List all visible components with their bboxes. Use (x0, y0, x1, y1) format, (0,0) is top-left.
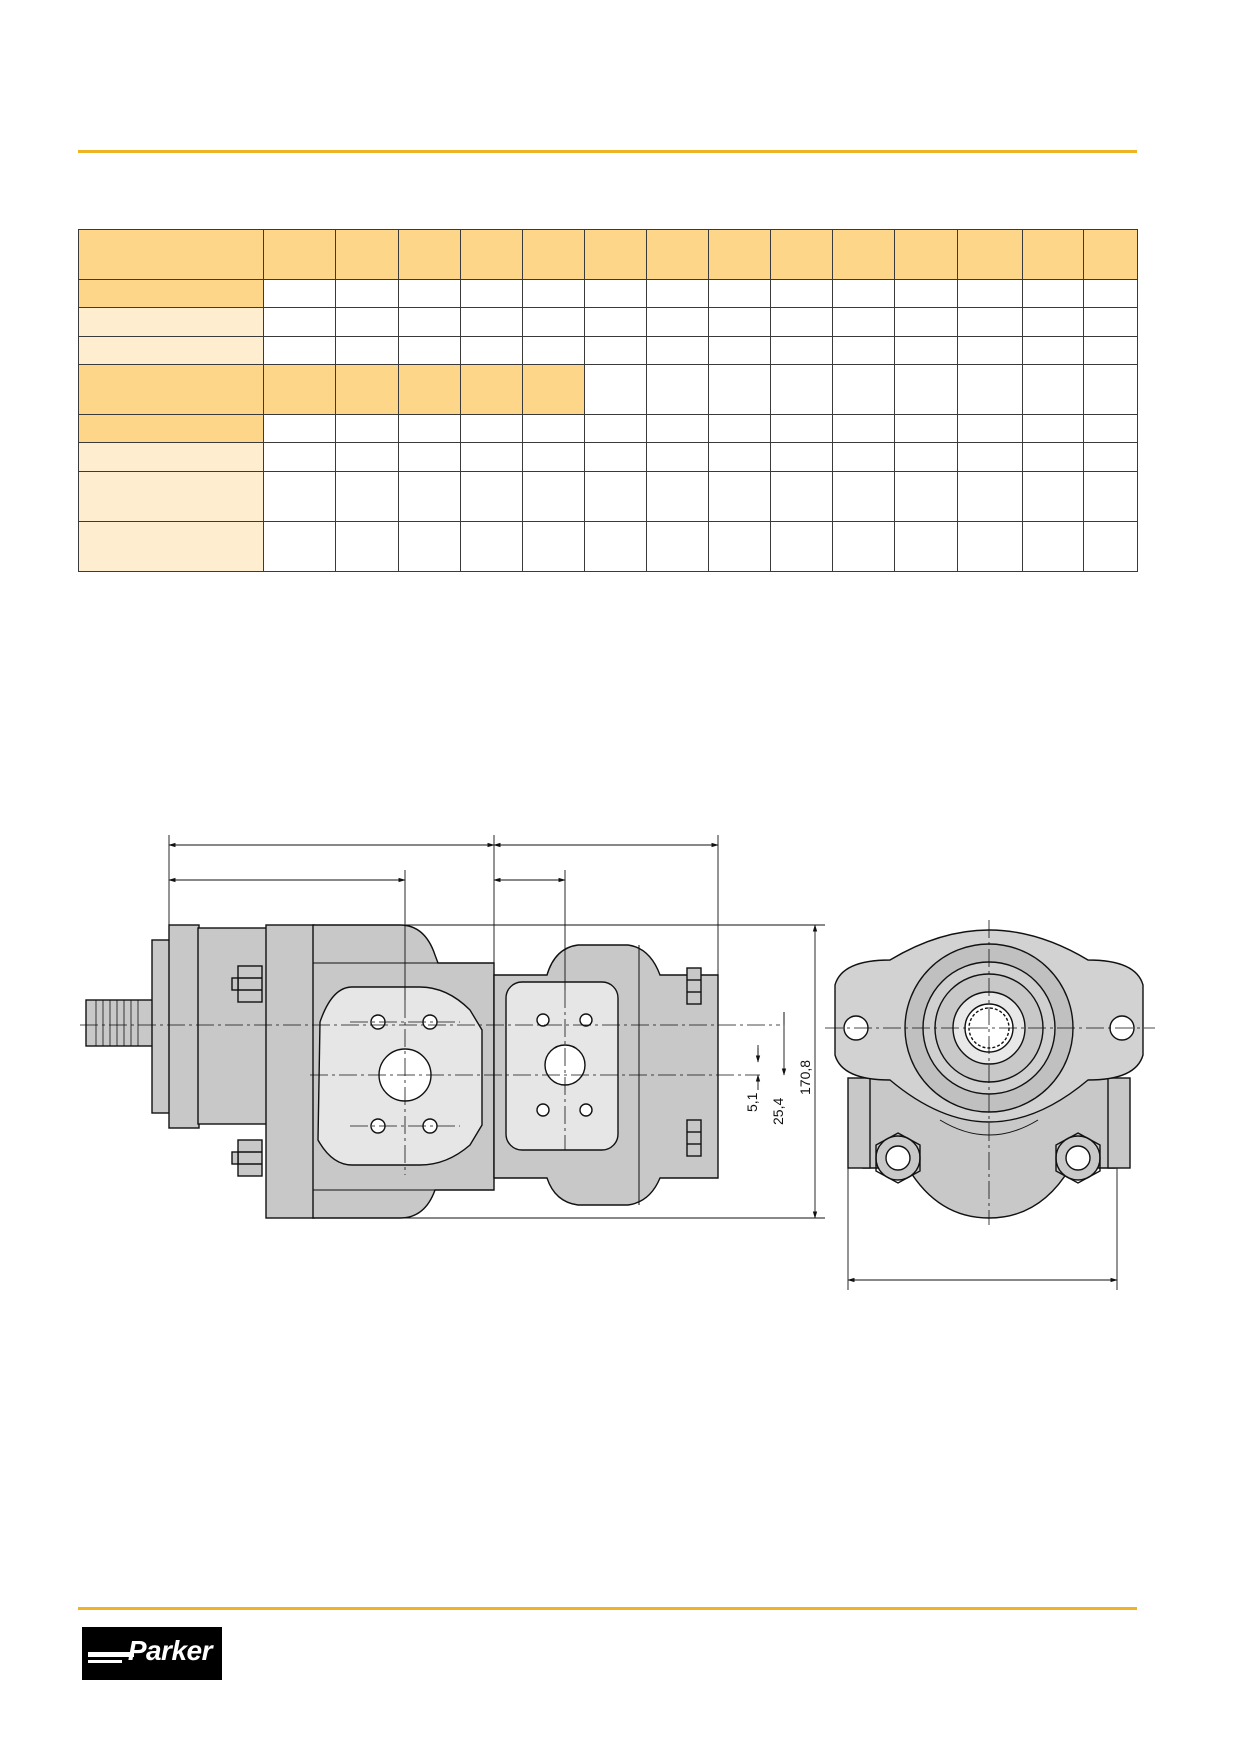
parker-logo: Parker (82, 1627, 222, 1680)
column-header-cell (397, 229, 461, 280)
column-header-cell (1021, 229, 1084, 280)
mounting-flange-pilot (151, 939, 171, 1114)
logo-stripe (88, 1652, 134, 1657)
table-row (77, 336, 1139, 365)
shaft-splines (95, 1000, 139, 1046)
flange-bolts (231, 965, 263, 1177)
row-header-cell (77, 336, 265, 365)
top-accent-rule (78, 150, 1137, 153)
row-header-cell (77, 279, 265, 308)
drive-shaft (85, 999, 155, 1047)
front-cover (197, 927, 269, 1125)
row-header-cell (77, 471, 265, 522)
logo-stripe (88, 1660, 122, 1663)
table-row (77, 229, 1139, 280)
dimension-5-1: 5,1 (744, 1092, 760, 1112)
column-header-cell (1082, 229, 1139, 280)
row-header-cell (77, 229, 265, 280)
column-header-cell (646, 229, 710, 280)
rear-bolts (686, 967, 702, 1157)
column-header-cell (583, 229, 648, 280)
table-row (77, 521, 1139, 572)
column-header-cell (708, 229, 772, 280)
side-view-dimensions (168, 835, 825, 1219)
side-view (85, 924, 719, 1219)
column-header-cell (832, 229, 896, 280)
column-header-cell (459, 229, 523, 280)
bottom-accent-rule (78, 1607, 1137, 1610)
dimension-25-4: 25,4 (770, 1098, 786, 1125)
table-row (77, 279, 1139, 308)
row-header-cell (77, 442, 265, 472)
row-header-cell (77, 414, 265, 443)
side-view-centerlines (80, 990, 780, 1175)
center-plate (265, 924, 315, 1219)
spec-table (77, 229, 1139, 572)
table-row (77, 364, 1139, 415)
row-header-cell (77, 521, 265, 572)
dimension-170-8: 170,8 (797, 1060, 813, 1095)
column-header-cell (335, 229, 399, 280)
table-row (77, 442, 1139, 472)
mounting-flange (168, 924, 200, 1129)
table-row (77, 307, 1139, 337)
front-view-centerlines (825, 920, 1155, 1225)
front-view-dimensions (847, 1168, 1118, 1290)
column-header-cell (894, 229, 958, 280)
column-header-cell (956, 229, 1023, 280)
table-row (77, 471, 1139, 522)
logo-text: Parker (127, 1635, 213, 1666)
